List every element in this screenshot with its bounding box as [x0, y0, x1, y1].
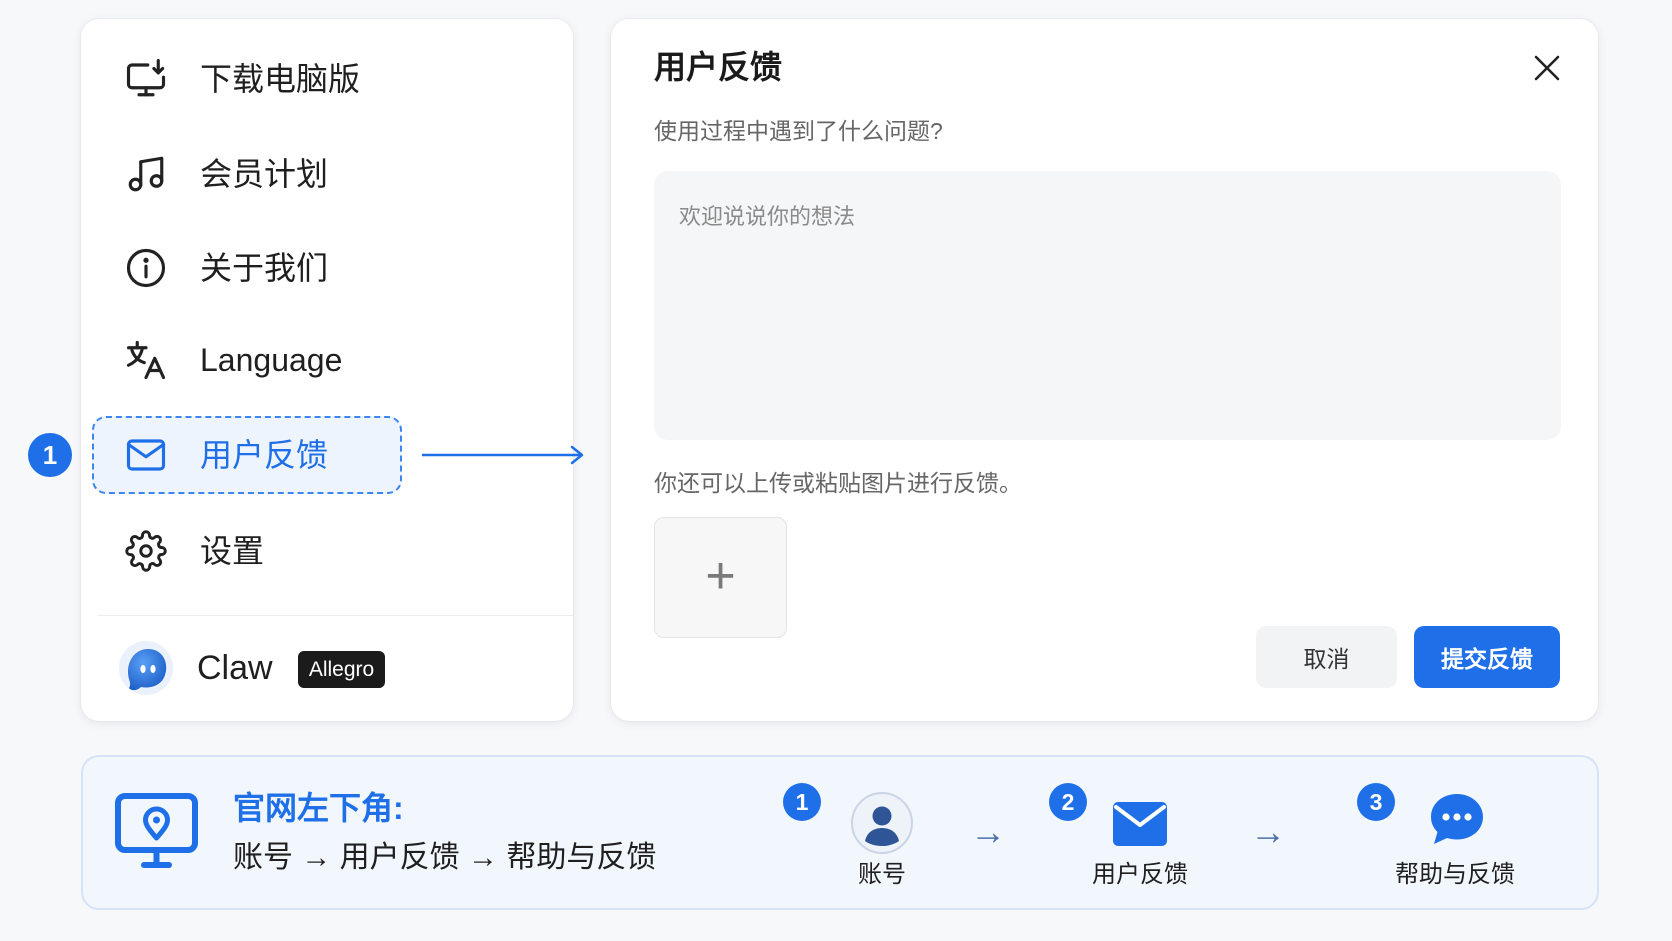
- feedback-dialog: 用户反馈 使用过程中遇到了什么问题? 你还可以上传或粘贴图片进行反馈。 + 取消…: [611, 19, 1598, 721]
- step-arrow: →: [1250, 811, 1286, 852]
- step-badge: 1: [28, 433, 72, 477]
- monitor-location-icon: [114, 792, 199, 869]
- menu-item-download-desktop[interactable]: 下载电脑版: [81, 49, 573, 109]
- mail-icon: [1112, 801, 1168, 847]
- music-note-icon: [125, 153, 167, 195]
- menu-item-label: 下载电脑版: [200, 61, 361, 97]
- guide-banner: 官网左下角: 账号 → 用户反馈 → 帮助与反馈 1 账号 → 2 用户反馈 →…: [81, 755, 1599, 910]
- step-label: 账号: [858, 861, 906, 888]
- menu-item-label: 关于我们: [200, 250, 329, 286]
- guide-path: 账号 → 用户反馈 → 帮助与反馈: [233, 841, 657, 874]
- step-badge: 3: [1357, 783, 1395, 821]
- menu-item-settings[interactable]: 设置: [81, 521, 573, 581]
- step-label: 帮助与反馈: [1395, 861, 1515, 888]
- callout-arrow-icon: [422, 445, 584, 465]
- side-menu: 下载电脑版 会员计划 关于我们: [81, 19, 573, 721]
- dialog-title: 用户反馈: [654, 49, 783, 85]
- menu-divider: [98, 615, 573, 616]
- chat-bubble-icon: [1427, 791, 1487, 847]
- menu-item-label: 用户反馈: [200, 437, 329, 473]
- menu-item-about[interactable]: 关于我们: [81, 238, 573, 298]
- profile-name[interactable]: Claw: [197, 649, 273, 687]
- info-icon: [125, 247, 167, 289]
- menu-item-label: 设置: [200, 533, 265, 569]
- feedback-textarea[interactable]: [654, 171, 1561, 440]
- mail-icon: [125, 434, 167, 476]
- menu-item-label: 会员计划: [200, 156, 329, 192]
- step-badge: 1: [783, 783, 821, 821]
- feedback-question: 使用过程中遇到了什么问题?: [654, 118, 943, 144]
- menu-item-user-feedback[interactable]: 用户反馈: [81, 425, 573, 485]
- plan-badge: Allegro: [298, 651, 385, 688]
- menu-item-language[interactable]: Language: [81, 330, 573, 390]
- gear-icon: [125, 530, 167, 572]
- upload-hint: 你还可以上传或粘贴图片进行反馈。: [654, 470, 1022, 496]
- cancel-button[interactable]: 取消: [1256, 626, 1397, 688]
- menu-item-membership[interactable]: 会员计划: [81, 144, 573, 204]
- user-avatar-icon: [850, 791, 914, 855]
- guide-heading: 官网左下角:: [233, 790, 404, 826]
- mascot-avatar-icon[interactable]: [117, 639, 175, 697]
- step-badge: 2: [1049, 783, 1087, 821]
- step-arrow: →: [970, 811, 1006, 852]
- step-label: 用户反馈: [1092, 861, 1188, 888]
- monitor-download-icon: [125, 58, 167, 100]
- close-icon[interactable]: [1533, 54, 1561, 82]
- translate-icon: [125, 339, 167, 381]
- image-upload-button[interactable]: +: [654, 517, 787, 638]
- menu-item-label: Language: [200, 342, 343, 378]
- submit-feedback-button[interactable]: 提交反馈: [1414, 626, 1560, 688]
